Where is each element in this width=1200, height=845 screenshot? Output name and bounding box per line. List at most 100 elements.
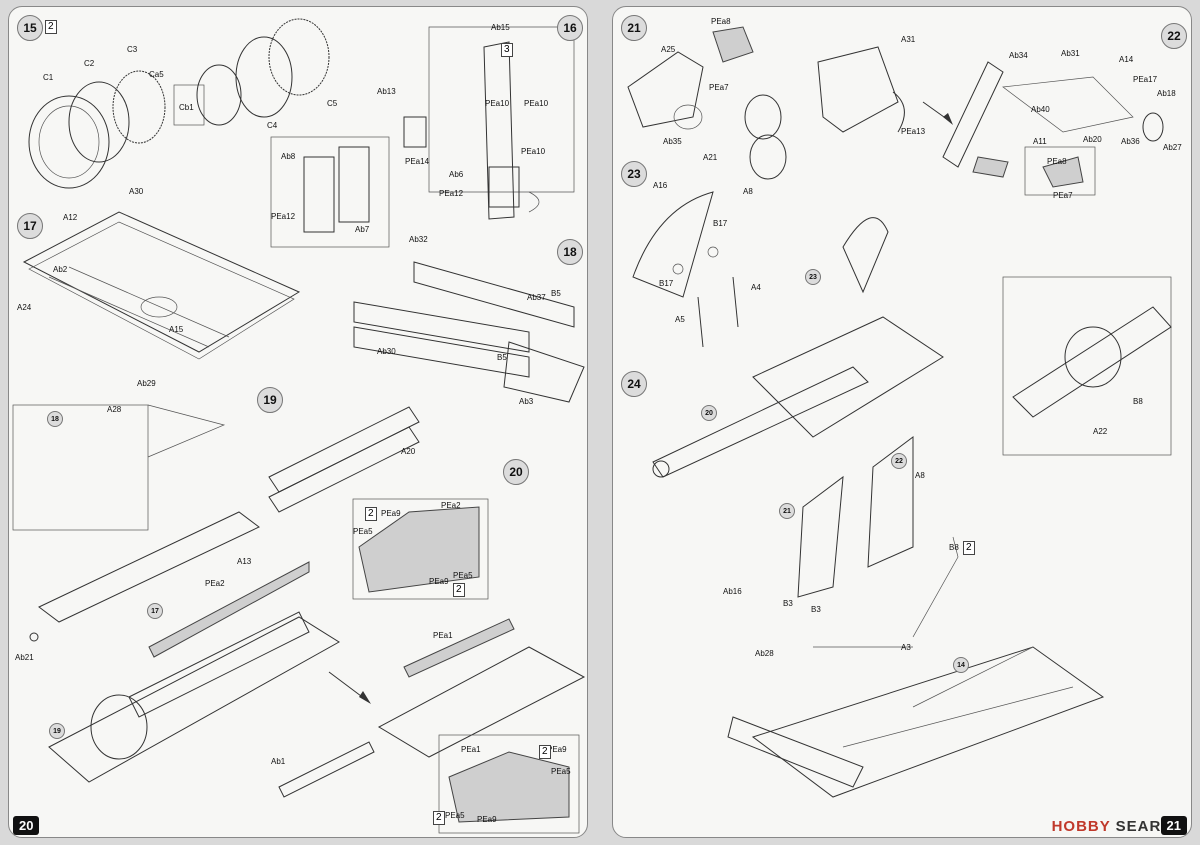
- part-label: B8: [949, 543, 959, 552]
- part-label: A3: [901, 643, 911, 652]
- left-page-illustrations: [12, 18, 586, 834]
- step-15-rings: [28, 18, 330, 189]
- part-label: Ab7: [355, 225, 370, 234]
- part-label: C3: [127, 45, 138, 54]
- part-label: Ab30: [377, 347, 396, 356]
- part-label: Ab28: [755, 649, 774, 658]
- part-label: A15: [169, 325, 184, 334]
- part-label: Ab34: [1009, 51, 1028, 60]
- part-label: Cb1: [179, 103, 194, 112]
- step-20-assembly: [48, 561, 586, 798]
- part-label: Ab20: [1083, 135, 1102, 144]
- part-label: Ab35: [663, 137, 682, 146]
- part-label: A8: [915, 471, 925, 480]
- quantity-badge: 2: [539, 745, 551, 759]
- part-label: A31: [901, 35, 916, 44]
- reference-marker: 19: [49, 723, 65, 739]
- part-label: PEa10: [524, 99, 549, 108]
- reference-marker: 20: [701, 405, 717, 421]
- part-label: B5: [497, 353, 507, 362]
- part-label: Ab8: [281, 152, 296, 161]
- quantity-badge: 2: [453, 583, 465, 597]
- part-label: PEa5: [551, 767, 571, 776]
- step-22-assembly: [817, 46, 1164, 196]
- part-label: B8: [1133, 397, 1143, 406]
- part-label: A13: [237, 557, 252, 566]
- part-label: Ab29: [137, 379, 156, 388]
- part-label: PEa8: [1047, 157, 1067, 166]
- step-18-recuperator: [353, 261, 585, 403]
- quantity-badge: 2: [45, 20, 57, 34]
- quantity-badge: 3: [501, 43, 513, 57]
- reference-marker: 23: [805, 269, 821, 285]
- part-label: A11: [1033, 137, 1047, 146]
- step-number: 22: [1161, 23, 1187, 49]
- page-21: 21 PEa8 A25 PEa7 Ab35 A21 A8 22 A31 PEa1…: [612, 6, 1192, 838]
- part-label: A8: [743, 187, 753, 196]
- step-number: 18: [557, 239, 583, 265]
- page-number: 21: [1160, 816, 1187, 835]
- part-label: PEa7: [1053, 191, 1073, 200]
- step-19-assembly: [29, 406, 420, 642]
- part-label: A21: [703, 153, 718, 162]
- part-label: Ab16: [723, 587, 742, 596]
- part-label: B17: [713, 219, 728, 228]
- reference-marker: 22: [891, 453, 907, 469]
- page-number: 20: [13, 816, 40, 835]
- part-label: B3: [783, 599, 793, 608]
- step-number: 24: [621, 371, 647, 397]
- part-label: C5: [327, 99, 338, 108]
- reference-marker: 14: [953, 657, 969, 673]
- part-label: Ab27: [1163, 143, 1182, 152]
- step-24-assembly: [652, 217, 1105, 798]
- part-label: A5: [675, 315, 685, 324]
- step-16-panel: [403, 26, 575, 220]
- part-label: PEa2: [441, 501, 461, 510]
- part-label: Ab1: [271, 757, 286, 766]
- quantity-badge: 2: [963, 541, 975, 555]
- part-label: A30: [129, 187, 144, 196]
- part-label: PEa10: [521, 147, 546, 156]
- part-label: B17: [659, 279, 674, 288]
- part-label: C4: [267, 121, 278, 130]
- reference-marker: 21: [779, 503, 795, 519]
- part-label: PEa1: [433, 631, 453, 640]
- part-label: A28: [107, 405, 122, 414]
- part-label: PEa9: [381, 509, 401, 518]
- part-label: PEa13: [901, 127, 926, 136]
- part-label: PEa9: [477, 815, 497, 824]
- part-label: A24: [17, 303, 32, 312]
- part-label: PEa12: [271, 212, 296, 221]
- part-label: Ab6: [449, 170, 464, 179]
- part-label: A22: [1093, 427, 1108, 436]
- part-label: PEa9: [547, 745, 567, 754]
- part-label: B3: [811, 605, 821, 614]
- step-23-shield: [632, 191, 739, 348]
- part-label: PEa10: [485, 99, 510, 108]
- part-label: PEa1: [461, 745, 481, 754]
- part-label: A25: [661, 45, 676, 54]
- part-label: PEa14: [405, 157, 430, 166]
- step-21-assembly: [627, 26, 787, 180]
- part-label: PEa5: [353, 527, 373, 536]
- part-label: PEa12: [439, 189, 464, 198]
- step-number: 23: [621, 161, 647, 187]
- part-label: Ab31: [1061, 49, 1080, 58]
- part-label: PEa9: [429, 577, 449, 586]
- step-17-frame: [22, 211, 301, 360]
- part-label: PEa5: [445, 811, 465, 820]
- part-label: Ca5: [149, 70, 164, 79]
- part-label: A12: [63, 213, 78, 222]
- part-label: Ab2: [53, 265, 68, 274]
- part-label: A4: [751, 283, 761, 292]
- part-label: Ab18: [1157, 89, 1176, 98]
- part-label: Ab32: [409, 235, 428, 244]
- part-label: Ab21: [15, 653, 34, 662]
- part-label: B5: [551, 289, 561, 298]
- part-label: A20: [401, 447, 416, 456]
- part-label: C2: [84, 59, 95, 68]
- part-label: PEa8: [711, 17, 731, 26]
- page-20: 15 2 C1 C2 C3 Ca5 Cb1 C4 C5 16 3 Ab15 Ab…: [8, 6, 588, 838]
- part-label: Ab36: [1121, 137, 1140, 146]
- part-label: PEa2: [205, 579, 225, 588]
